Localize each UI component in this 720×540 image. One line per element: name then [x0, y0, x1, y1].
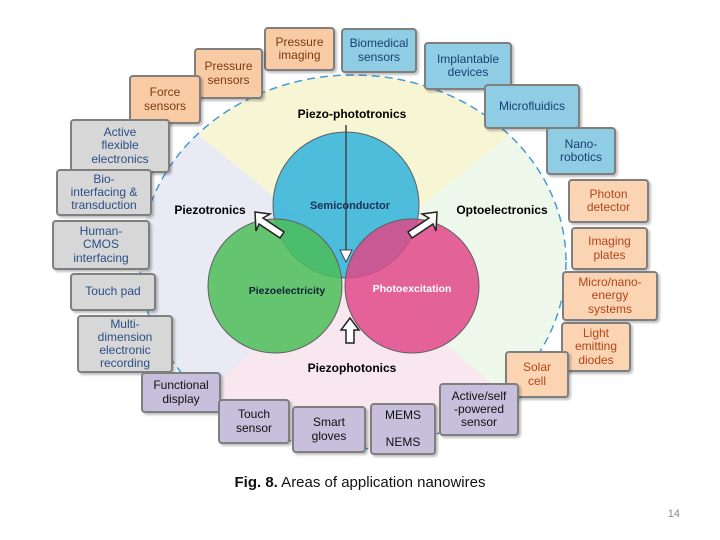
label-piezoelectricity: Piezoelectricity [249, 285, 326, 297]
label-piezotronics: Piezotronics [174, 203, 246, 217]
arrow-up-hollow [339, 316, 361, 344]
app-smart-gloves: Smart gloves [292, 406, 366, 453]
vertical-arrow-head [339, 249, 353, 264]
figure-number: Fig. 8. [234, 474, 278, 491]
app-implantable-devices: Implantable devices [424, 42, 512, 90]
app-light-emitting-diodes: Light emitting diodes [561, 322, 631, 372]
app-active-flexible-electronics: Active flexible electronics [70, 119, 170, 173]
app-microfluidics: Microfluidics [484, 84, 580, 129]
app-mems-nems: MEMS NEMS [370, 403, 436, 455]
app-photon-detector: Photon detector [568, 179, 649, 223]
app-human-cmos: Human- CMOS interfacing [52, 220, 150, 270]
figure-caption-text: Areas of application nanowires [277, 474, 486, 491]
app-biomedical-sensors: Biomedical sensors [341, 28, 417, 73]
app-multi-dimension-recording: Multi- dimension electronic recording [77, 315, 173, 373]
app-active-self-powered-sensor: Active/self -powered sensor [439, 383, 519, 436]
app-micro-nano-energy: Micro/nano- energy systems [562, 271, 658, 321]
app-touch-sensor: Touch sensor [218, 399, 290, 444]
app-pressure-sensors: Pressure sensors [194, 48, 263, 99]
label-optoelectronics: Optoelectronics [456, 203, 548, 217]
circle-photoexcitation [344, 218, 480, 354]
app-bio-interfacing: Bio- interfacing & transduction [56, 169, 152, 216]
app-pressure-imaging: Pressure imaging [264, 27, 335, 71]
label-piezo-phototronics: Piezo-phototronics [298, 107, 407, 121]
app-force-sensors: Force sensors [129, 75, 201, 124]
page-number: 14 [667, 508, 680, 520]
app-nano-robotics: Nano- robotics [546, 127, 616, 175]
app-functional-display: Functional display [141, 372, 221, 413]
arrow-right-hollow [406, 211, 438, 240]
circle-piezoelectricity [207, 218, 343, 354]
label-photoexcitation: Photoexcitation [373, 283, 452, 295]
label-semiconductor: Semiconductor [310, 200, 391, 212]
app-imaging-plates: Imaging plates [571, 227, 648, 270]
arrow-left-hollow [254, 211, 286, 240]
app-touch-pad: Touch pad [70, 273, 156, 311]
label-piezophotonics: Piezophotonics [308, 361, 397, 375]
figure-caption: Fig. 8. Areas of application nanowires [0, 474, 720, 491]
